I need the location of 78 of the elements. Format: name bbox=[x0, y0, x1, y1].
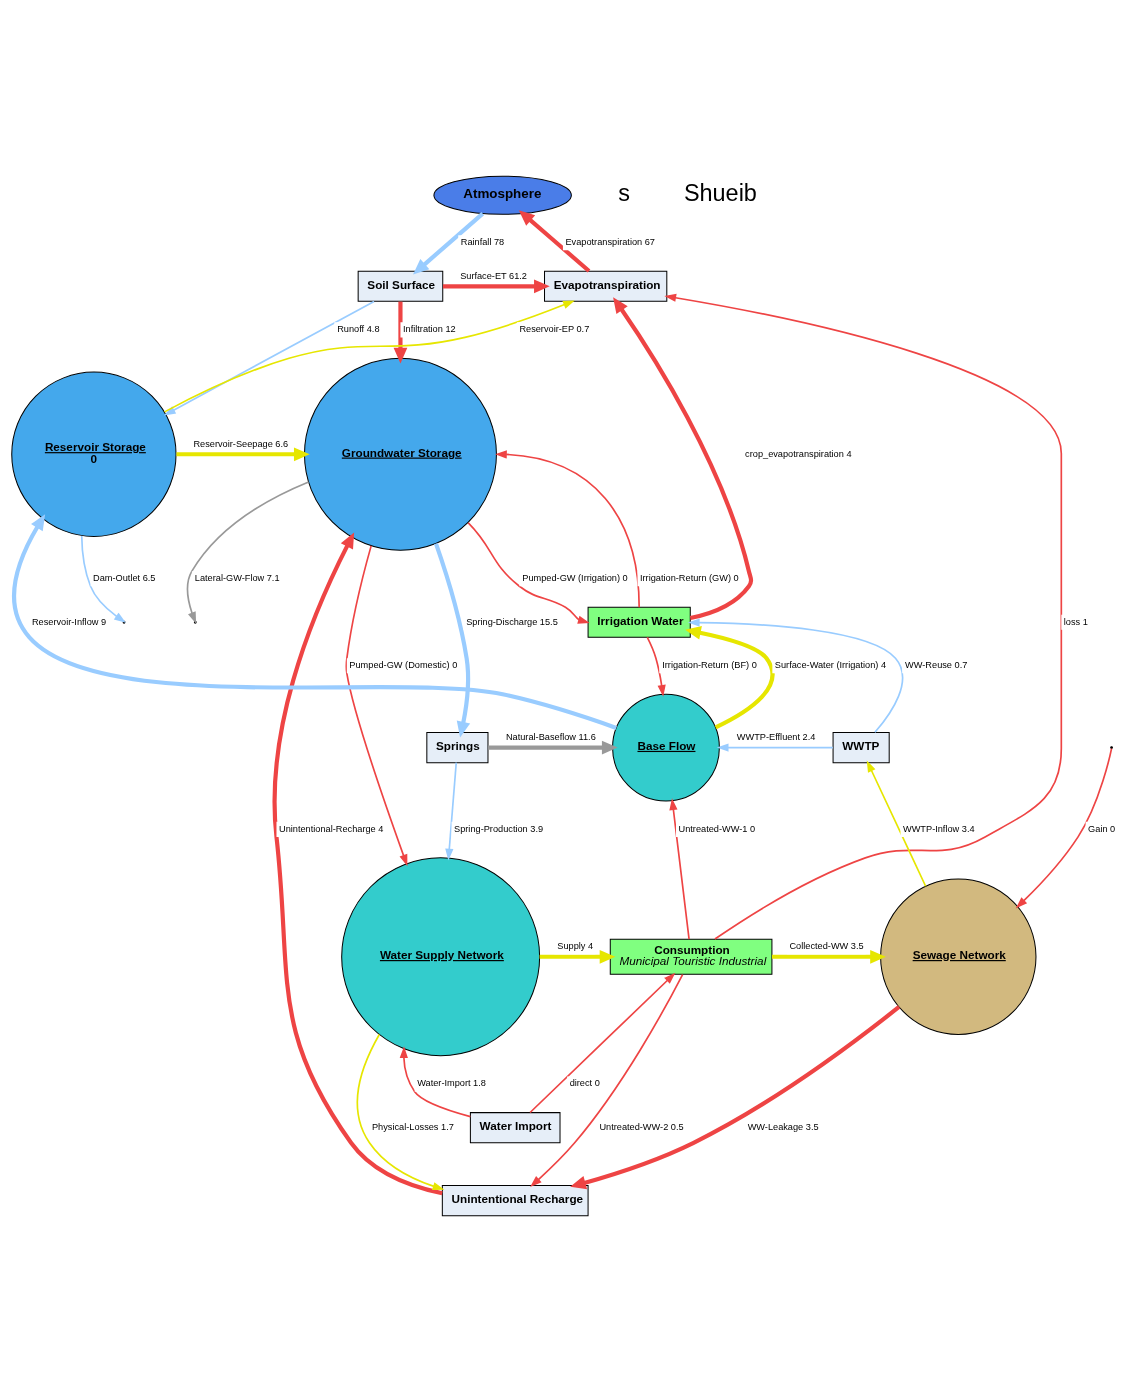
label: s bbox=[618, 180, 630, 207]
edge-label: WWTP-Inflow 3.4 bbox=[903, 823, 975, 834]
label: Shueib bbox=[683, 180, 757, 207]
arrow bbox=[434, 542, 471, 738]
node-box: WWTP bbox=[832, 732, 890, 764]
arrow bbox=[393, 301, 408, 364]
arrow bbox=[669, 798, 690, 940]
arrow bbox=[646, 636, 666, 697]
node-circle: Base Flow bbox=[612, 693, 720, 802]
arrow bbox=[613, 297, 754, 621]
edge-label: Irrigation-Return (BF) 0 bbox=[662, 660, 757, 671]
edge-label: Lateral-GW-Flow 7.1 bbox=[194, 573, 280, 584]
edge-label: Reservoir-EP 0.7 bbox=[519, 324, 590, 335]
edge-label: Physical-Losses 1.7 bbox=[371, 1122, 454, 1133]
arrow bbox=[345, 545, 408, 867]
arrow bbox=[772, 949, 886, 964]
edge-label: Reservoir-Inflow 9 bbox=[31, 616, 107, 627]
arrow bbox=[518, 210, 591, 273]
edge-label: Spring-Production 3.9 bbox=[454, 823, 544, 834]
arrow bbox=[530, 973, 684, 1188]
node-box: Evapotranspiration bbox=[544, 270, 668, 302]
edge-label: Untreated-WW-1 0 bbox=[678, 823, 756, 834]
arrow bbox=[356, 1033, 445, 1191]
edge-label: loss 1 bbox=[1063, 616, 1088, 627]
edge-label: Natural-Baseflow 11.6 bbox=[505, 731, 596, 742]
edge-label: Dam-Outlet 6.5 bbox=[93, 573, 156, 584]
arrow bbox=[176, 447, 310, 462]
arrow bbox=[442, 279, 550, 294]
node-box: Unintentional Recharge bbox=[441, 1185, 589, 1217]
arrow bbox=[163, 300, 375, 416]
arrow bbox=[570, 1005, 901, 1190]
arrow bbox=[529, 972, 676, 1114]
node-ellipse: Atmosphere bbox=[433, 175, 572, 215]
node-box: Consumption Municipal Touristic Industrial bbox=[609, 938, 773, 975]
edge-label: direct 0 bbox=[569, 1078, 600, 1089]
edge-label: Unintentional-Recharge 4 bbox=[279, 823, 384, 834]
node-circle: Sewage Network bbox=[880, 878, 1037, 1035]
edge-label: Surface-ET 61.2 bbox=[460, 270, 527, 281]
edge-label: Irrigation-Return (GW) 0 bbox=[640, 573, 739, 584]
edge-label: WW-Reuse 0.7 bbox=[905, 660, 968, 671]
edge-label: Untreated-WW-2 0.5 bbox=[599, 1122, 684, 1133]
edge-label: Spring-Discharge 15.5 bbox=[466, 616, 558, 627]
arrow bbox=[488, 740, 618, 755]
arrow bbox=[687, 618, 904, 734]
node-box: Springs bbox=[426, 732, 489, 764]
edge-label: Pumped-GW (Domestic) 0 bbox=[349, 660, 458, 671]
arrow bbox=[445, 761, 458, 861]
edge-label: Water-Import 1.8 bbox=[417, 1078, 486, 1089]
edge-label: Pumped-GW (Irrigation) 0 bbox=[522, 573, 628, 584]
arrow bbox=[664, 293, 1063, 940]
edge-label: WWTP-Effluent 2.4 bbox=[736, 731, 816, 742]
arrow bbox=[399, 1046, 472, 1118]
arrow bbox=[1015, 747, 1113, 909]
edge-label: Supply 4 bbox=[557, 941, 594, 952]
edge-label: Runoff 4.8 bbox=[337, 324, 380, 335]
arrow bbox=[12, 514, 617, 730]
edge-label: Gain 0 bbox=[1088, 823, 1116, 834]
arrow bbox=[186, 481, 310, 624]
edge-label: Reservoir-Seepage 6.6 bbox=[193, 438, 289, 449]
node-box: Soil Surface bbox=[357, 270, 444, 302]
arrow bbox=[163, 300, 575, 413]
arrow bbox=[467, 522, 590, 624]
arrow bbox=[495, 450, 640, 608]
edge-label: Rainfall 78 bbox=[460, 237, 505, 248]
arrow bbox=[272, 532, 443, 1196]
edge-label: WW-Leakage 3.5 bbox=[747, 1122, 819, 1133]
arrow bbox=[866, 760, 927, 888]
edge-label: Evapotranspiration 67 bbox=[565, 237, 656, 248]
edge-label: Surface-Water (Irrigation) 4 bbox=[774, 660, 887, 671]
arrow bbox=[539, 949, 616, 964]
arrow bbox=[716, 743, 834, 752]
edge-label: crop_evapotranspiration 4 bbox=[745, 448, 852, 459]
arrow bbox=[685, 626, 775, 730]
node-box: Irrigation Water bbox=[587, 606, 691, 638]
edge-label: Infiltration 12 bbox=[402, 324, 456, 335]
edge-label: Collected-WW 3.5 bbox=[789, 941, 864, 952]
node-box: Water Import bbox=[469, 1112, 561, 1144]
arrow bbox=[413, 212, 485, 275]
